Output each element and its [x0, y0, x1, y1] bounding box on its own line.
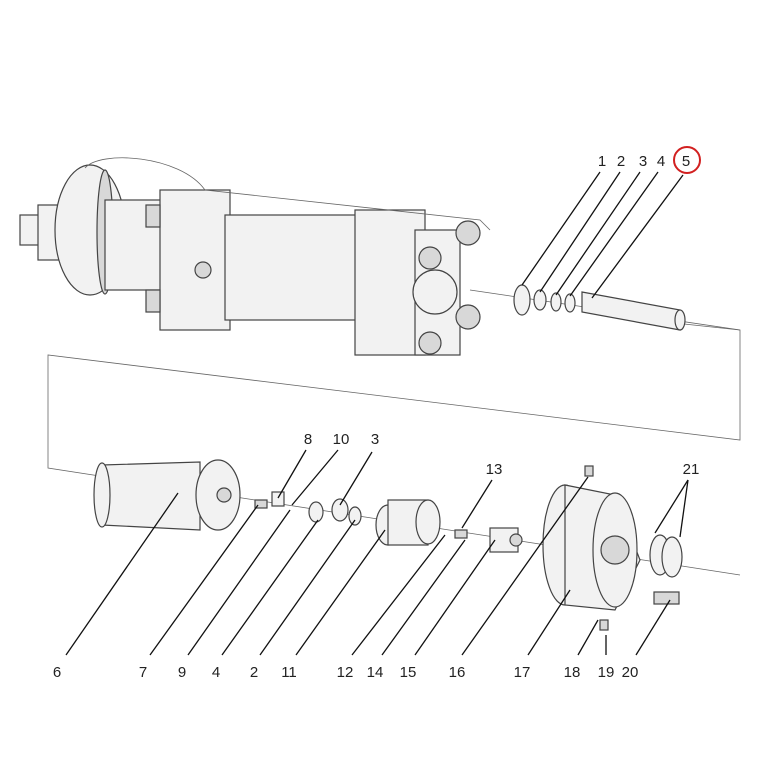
part-label: 4 [657, 153, 665, 170]
part-label: 18 [564, 664, 581, 681]
part-label: 15 [400, 664, 417, 681]
part-label: 3 [371, 431, 379, 448]
part-label: 21 [683, 461, 700, 478]
part-label: 8 [304, 431, 312, 448]
leader-lines [65, 171, 689, 656]
part-label: 10 [333, 431, 350, 448]
part-label: 6 [53, 664, 61, 681]
part-labels: 1 2 3 4 5 8 10 3 13 21 6 7 9 4 2 11 12 1… [53, 153, 700, 681]
part-label: 1 [598, 153, 606, 170]
cylinder-assembly [19, 157, 491, 356]
part-label: 17 [514, 664, 531, 681]
part-label: 3 [639, 153, 647, 170]
part-label: 2 [617, 153, 625, 170]
part-label: 13 [486, 461, 503, 478]
part-label-highlighted: 5 [682, 153, 690, 170]
part-label: 2 [250, 664, 258, 681]
part-label: 16 [449, 664, 466, 681]
part-label: 12 [337, 664, 354, 681]
part-label: 20 [622, 664, 639, 681]
lower-exploded-parts [93, 459, 683, 631]
part-label: 11 [281, 664, 297, 681]
part-label: 19 [598, 664, 615, 681]
highlight-circle [673, 146, 701, 174]
part-label: 4 [212, 664, 220, 681]
part-label: 14 [367, 664, 384, 681]
part-label: 7 [139, 664, 147, 681]
top-exploded-parts [513, 284, 686, 331]
part-label: 9 [178, 664, 186, 681]
